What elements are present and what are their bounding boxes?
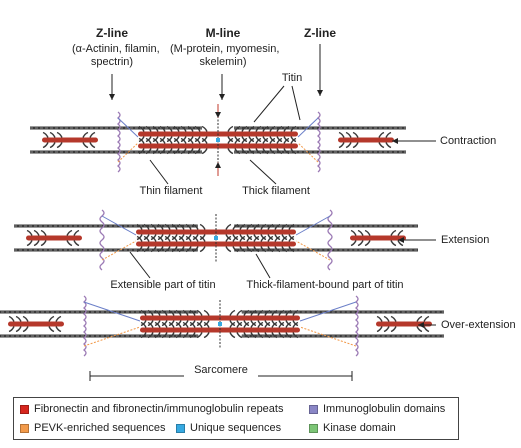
legend: Fibronectin and fibronectin/immunoglobul… <box>13 397 459 440</box>
mline-sub1: (M-protein, myomesin, <box>170 43 280 55</box>
legend-swatch-fibronectin <box>20 404 29 414</box>
extensible-titin-pointer <box>129 251 151 279</box>
titin-pointer-1 <box>253 85 285 123</box>
zline-left-sub2: spectrin) <box>90 56 134 68</box>
row-extension-mline-unique <box>214 236 218 240</box>
thick-filament-pointer <box>249 159 277 185</box>
row-extension-zdisc-right <box>327 209 333 271</box>
row-contraction-titin-left <box>117 117 139 163</box>
legend-label-immunoglobulin: Immunoglobulin domains <box>323 403 446 415</box>
legend-label-pevk: PEVK-enriched sequences <box>34 422 166 434</box>
legend-item-pevk: PEVK-enriched sequences <box>20 422 165 434</box>
sarcomere-label: Sarcomere <box>194 364 248 376</box>
row-contraction-titin-right <box>297 117 319 163</box>
mline-label: M-line (M-protein, myomesin, skelemin) <box>170 26 280 69</box>
row-contraction-mline-unique <box>216 138 220 142</box>
row-extension-zdisc-left <box>99 209 105 271</box>
zline-left-label: Z-line (α-Actinin, filamin, spectrin) <box>72 26 160 69</box>
thin-filament-pointer <box>149 159 169 185</box>
state-contraction: Contraction <box>440 135 497 147</box>
row-over-extension-titin-right <box>299 301 357 347</box>
row-over-extension-zdisc-right <box>354 295 359 357</box>
thick-filament-label: Thick filament <box>242 185 310 197</box>
row-extension-thick-outer-left <box>26 229 82 247</box>
legend-item-fibronectin: Fibronectin and fibronectin/immunoglobul… <box>20 403 283 415</box>
zline-left-title: Z-line <box>96 26 128 40</box>
titin-pointer-2 <box>291 85 301 121</box>
row-over-extension-thick-outer-right <box>376 315 432 333</box>
row-over-extension-thick-outer-left <box>8 315 64 333</box>
zline-left-sub1: (α-Actinin, filamin, <box>72 43 160 55</box>
row-extension-titin-right <box>295 215 331 261</box>
row-contraction-zdisc-right <box>316 111 321 173</box>
zline-right-label: Z-line <box>304 26 336 40</box>
mline-sub2: skelemin) <box>199 56 247 68</box>
mline-title: M-line <box>205 26 241 40</box>
legend-item-unique: Unique sequences <box>176 422 281 434</box>
legend-swatch-kinase <box>309 423 318 433</box>
row-extension-titin-left <box>101 215 137 261</box>
state-extension: Extension <box>441 234 490 246</box>
legend-label-fibronectin: Fibronectin and fibronectin/immunoglobul… <box>34 403 284 415</box>
row-contraction-zdisc-left <box>116 111 121 173</box>
row-over-extension-zdisc-left <box>82 295 87 357</box>
row-extension-thick-outer-right <box>350 229 406 247</box>
state-over-extension: Over-extension <box>441 319 516 331</box>
row-over-extension-mline-unique <box>218 322 222 326</box>
legend-item-kinase: Kinase domain <box>309 422 396 434</box>
titin-label: Titin <box>281 72 303 84</box>
legend-label-kinase: Kinase domain <box>323 422 396 434</box>
row-contraction-thick-outer-right <box>338 131 394 149</box>
legend-swatch-unique <box>176 423 185 433</box>
row-over-extension-titin-left <box>83 301 141 347</box>
thin-filament-label: Thin filament <box>139 185 203 197</box>
legend-item-immunoglobulin: Immunoglobulin domains <box>309 403 445 415</box>
extensible-titin-label: Extensible part of titin <box>110 279 216 291</box>
thick-bound-titin-label: Thick-filament-bound part of titin <box>246 279 404 291</box>
row-contraction-thick-outer-left <box>42 131 98 149</box>
legend-swatch-immunoglobulin <box>309 404 318 414</box>
thick-bound-titin-pointer <box>255 253 271 279</box>
legend-label-unique: Unique sequences <box>190 422 282 434</box>
legend-swatch-pevk <box>20 423 29 433</box>
